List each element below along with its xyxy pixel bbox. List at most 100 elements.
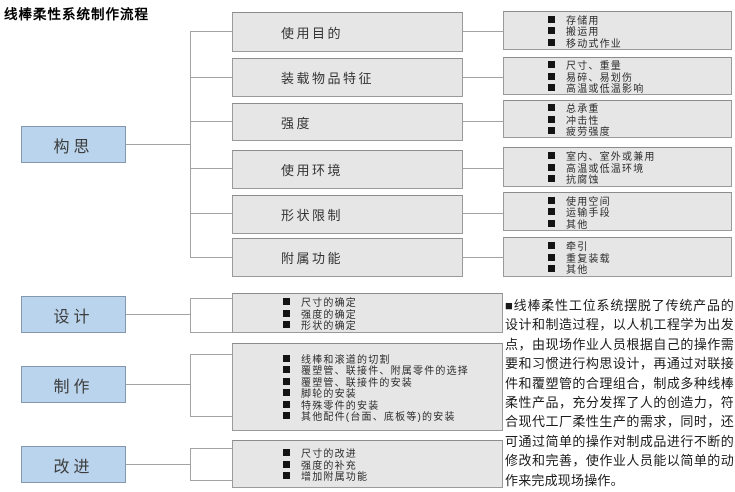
bullet-square-icon (548, 265, 555, 272)
phase-box-production: 制作 (21, 366, 126, 403)
bullet-square-icon (548, 61, 555, 68)
list-item-text: 尺寸的改进 (301, 449, 357, 460)
bullet-square-icon (548, 104, 555, 111)
list-item: 搬运用 (548, 25, 731, 38)
category-box-usage-environment: 使用环境 (232, 150, 463, 189)
connector-design-bracket (190, 298, 232, 333)
category-label: 形状限制 (281, 208, 344, 223)
list-item-text: 移动式作业 (566, 38, 622, 50)
list-item: 尺寸的确定 (283, 296, 502, 309)
list-box-design: 尺寸的确定 强度的确定 形状的确定 (232, 293, 503, 333)
category-label: 装载物品特征 (281, 71, 375, 86)
connector-stub-shape-constraints (190, 213, 232, 214)
bullet-square-icon (283, 389, 290, 397)
connector-row2 (463, 77, 503, 78)
bullet-square-icon (548, 152, 555, 159)
connector-stub-strength (190, 121, 232, 122)
list-item-text: 强度的补充 (301, 460, 357, 472)
list-box-usage-environment: 室内、室外或兼用 高温或低温环境 抗腐蚀 (503, 147, 732, 187)
bullet-square-icon (283, 472, 290, 479)
bullet-square-icon (283, 298, 290, 305)
connector-design-line (126, 314, 190, 315)
list-item-text: 强度的确定 (301, 309, 357, 321)
category-label: 使用目的 (281, 25, 344, 41)
bullet-square-icon (283, 460, 290, 468)
list-item-text: 尺寸的确定 (301, 298, 357, 309)
connector-production-bracket (190, 354, 232, 417)
bullet-square-icon (548, 15, 555, 23)
list-item: 强度的补充 (283, 458, 502, 472)
list-item: 牵引 (548, 240, 731, 253)
connector-row6 (463, 257, 503, 258)
list-box-load-characteristics: 尺寸、重量 易碎、易划伤 高温或低温影响 (503, 57, 732, 95)
list-item: 其他 (548, 217, 731, 231)
list-item-text: 运输手段 (566, 208, 611, 219)
list-item-text: 特殊零件的安装 (301, 400, 380, 412)
list-box-shape-constraints: 使用空间 运输手段 其他 (503, 192, 732, 231)
category-label: 强度 (281, 115, 313, 131)
list-item-text: 存储用 (566, 15, 600, 27)
list-item: 室内、室外或兼用 (548, 150, 731, 163)
list-item: 线棒和滚道的切割 (283, 353, 502, 366)
connector-row4 (463, 168, 503, 169)
phase-label-conception: 构思 (53, 138, 94, 156)
list-item: 运输手段 (548, 206, 731, 219)
list-box-strength: 总承重 冲击性 疲劳强度 (503, 100, 732, 138)
category-label: 使用环境 (281, 163, 344, 178)
bullet-square-icon (283, 366, 290, 374)
connector-stub-load-characteristics (190, 77, 232, 78)
list-item: 其他配件(台面、底板等)的安装 (283, 410, 502, 423)
category-box-load-characteristics: 装载物品特征 (232, 58, 463, 97)
list-item: 覆塑管、联接件的安装 (283, 376, 502, 389)
list-item-text: 覆塑管、联接件的安装 (301, 377, 413, 389)
bullet-square-icon (548, 175, 555, 182)
list-item-text: 覆塑管、联接件、附属零件的选择 (301, 366, 469, 378)
description-paragraph: ■线棒柔性工位系统摆脱了传统产品的设计和制造过程，以人机工程学为出发点，由现场作… (505, 298, 734, 488)
bullet-square-icon (548, 127, 555, 134)
connector-stub-usage-purpose (190, 31, 232, 32)
connector-stub-usage-environment (190, 168, 232, 169)
phase-box-design: 设计 (21, 296, 126, 333)
bullet-square-icon (548, 196, 555, 204)
list-box-auxiliary-functions: 牵引 重复装载 其他 (503, 237, 732, 277)
bullet-square-icon (548, 27, 555, 34)
list-item-text: 易碎、易划伤 (566, 72, 634, 84)
list-item-text: 脚轮的安装 (301, 389, 357, 401)
connector-production-line (126, 384, 190, 385)
bullet-square-icon (548, 38, 555, 46)
connector-row3 (463, 121, 503, 122)
connector-conception-trunk (190, 31, 191, 258)
list-item: 特殊零件的安装 (283, 399, 502, 412)
list-item: 总承重 (548, 102, 731, 115)
connector-row5 (463, 213, 503, 214)
list-item-text: 高温或低温影响 (566, 84, 645, 95)
list-item: 使用空间 (548, 194, 731, 208)
list-box-improvement: 尺寸的改进 强度的补充 增加附属功能 (232, 440, 503, 488)
bullet-square-icon (548, 163, 555, 171)
list-item: 易碎、易划伤 (548, 70, 731, 84)
bullet-square-icon (283, 354, 290, 362)
list-item: 高温或低温影响 (548, 82, 731, 95)
list-item-text: 增加附属功能 (301, 472, 369, 483)
phase-label-improvement: 改进 (53, 458, 94, 476)
list-item: 形状的确定 (283, 319, 502, 332)
phase-box-improvement: 改进 (21, 446, 126, 483)
bullet-square-icon (548, 253, 555, 261)
bullet-square-icon (548, 242, 555, 249)
list-item-text: 总承重 (566, 104, 600, 115)
list-item-text: 其他 (566, 265, 589, 276)
list-item-text: 高温或低温环境 (566, 163, 645, 175)
list-item: 存储用 (548, 13, 731, 27)
connector-improvement-bracket (190, 448, 232, 481)
connector-row1 (463, 31, 503, 32)
list-item: 强度的确定 (283, 307, 502, 321)
category-box-auxiliary-functions: 附属功能 (232, 238, 463, 277)
category-label: 附属功能 (281, 251, 344, 266)
list-item-text: 冲击性 (566, 115, 600, 127)
list-item-text: 重复装载 (566, 253, 611, 265)
phase-label-production: 制作 (53, 378, 94, 396)
bullet-square-icon (548, 72, 555, 80)
bullet-square-icon (283, 321, 290, 328)
list-item-text: 抗腐蚀 (566, 175, 600, 186)
